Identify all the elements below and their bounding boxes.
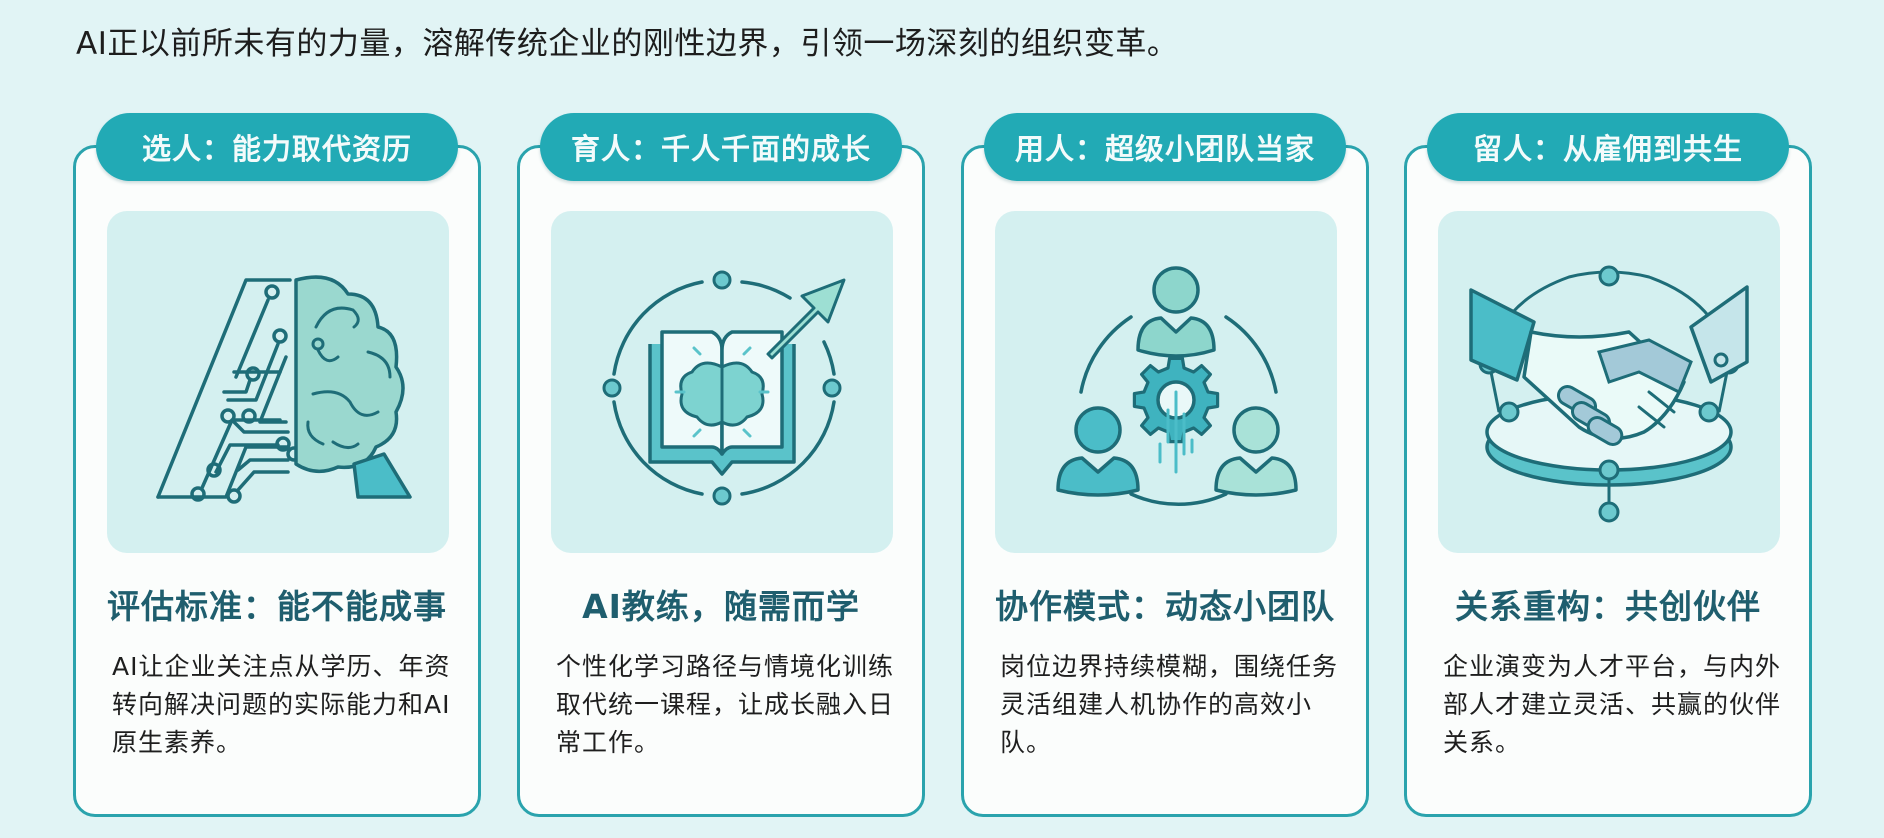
card-heading: AI教练，随需而学 bbox=[582, 587, 860, 626]
page-headline: AI正以前所未有的力量，溶解传统企业的刚性边界，引领一场深刻的组织变革。 bbox=[76, 26, 1179, 62]
card-icon-box bbox=[1438, 211, 1780, 553]
card-icon-box bbox=[995, 211, 1337, 553]
card-pill-title: 用人：超级小团队当家 bbox=[984, 113, 1346, 181]
card-select-talent: 选人：能力取代资历 bbox=[73, 113, 481, 817]
card-description: 企业演变为人才平台，与内外部人才建立灵活、共赢的伙伴关系。 bbox=[1443, 652, 1782, 757]
human-robot-handshake-icon bbox=[1469, 265, 1749, 523]
ai-brain-circuit-icon bbox=[156, 275, 412, 504]
card-icon-box bbox=[107, 211, 449, 553]
card-pill-title: 选人：能力取代资历 bbox=[96, 113, 458, 181]
card-heading: 关系重构：共创伙伴 bbox=[1455, 587, 1761, 626]
card-use-talent: 用人：超级小团队当家 bbox=[961, 113, 1369, 817]
card-retain-talent: 留人：从雇佣到共生 bbox=[1404, 113, 1812, 817]
card-description: 个性化学习路径与情境化训练取代统一课程，让成长融入日常工作。 bbox=[556, 652, 895, 757]
card-icon-box bbox=[551, 211, 893, 553]
card-pill-title: 育人：千人千面的成长 bbox=[540, 113, 902, 181]
card-heading: 协作模式：动态小团队 bbox=[995, 587, 1335, 626]
card-description: 岗位边界持续模糊，围绕任务灵活组建人机协作的高效小队。 bbox=[1000, 652, 1339, 757]
card-develop-talent: 育人：千人千面的成长 bbox=[517, 113, 925, 817]
card-description: AI让企业关注点从学历、年资转向解决问题的实际能力和AI原生素养。 bbox=[112, 652, 451, 757]
card-pill-title: 留人：从雇佣到共生 bbox=[1427, 113, 1789, 181]
team-gear-icon bbox=[1056, 266, 1298, 506]
book-brain-growth-icon bbox=[602, 270, 846, 506]
card-heading: 评估标准：能不能成事 bbox=[107, 587, 447, 626]
